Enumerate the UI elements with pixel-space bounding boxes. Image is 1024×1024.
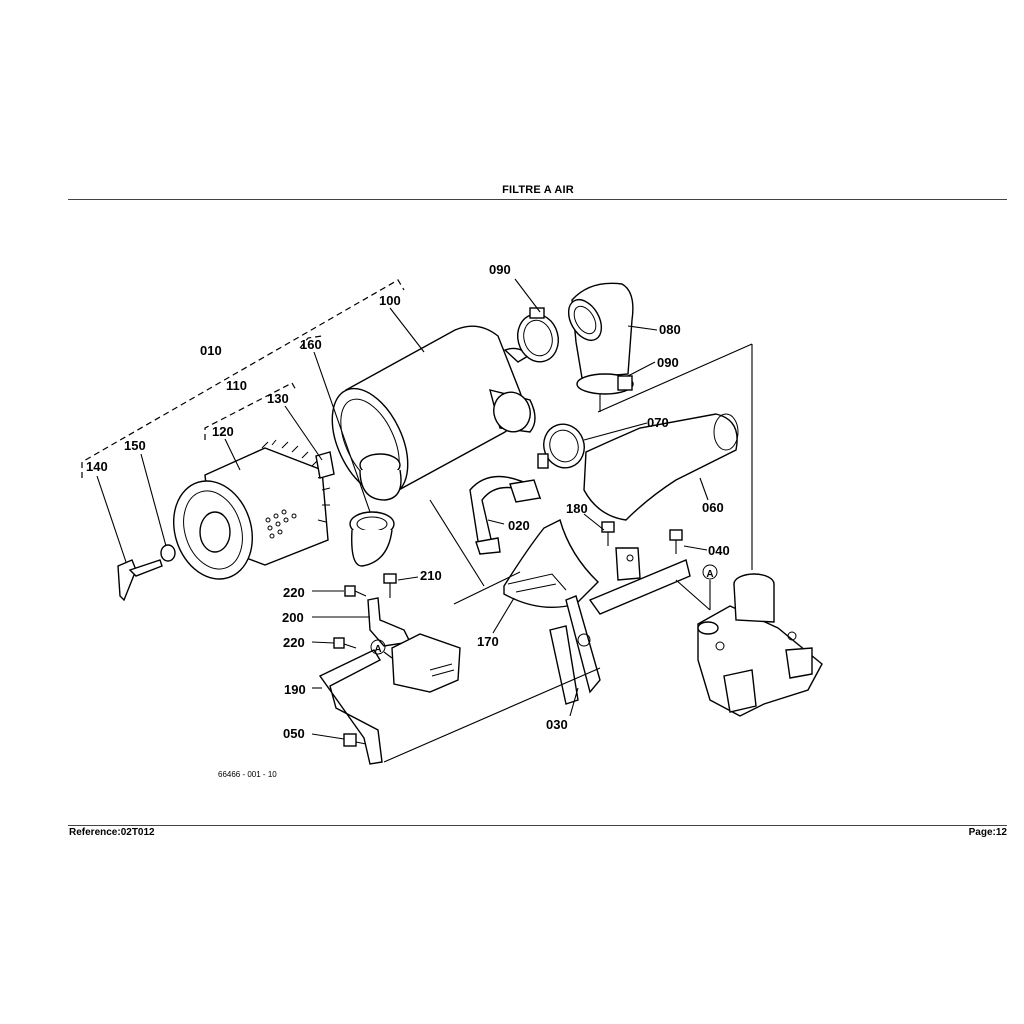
callout-060: 060 (702, 500, 724, 515)
callout-070: 070 (647, 415, 669, 430)
callout-040: 040 (708, 543, 730, 558)
hose-clamp-090-bottom (576, 373, 634, 395)
callout-150: 150 (124, 438, 146, 453)
footer-reference: Reference:02T012 (69, 827, 155, 838)
leader-lines (96, 278, 709, 740)
bolt-220-lower (333, 637, 357, 649)
hose-clamp-070 (537, 423, 585, 469)
callout-210: 210 (420, 568, 442, 583)
wing-nut-140 (117, 559, 163, 602)
assembly-bracket-110 (204, 382, 297, 440)
intake-manifold (697, 573, 823, 717)
drawing-code: 66466 - 001 - 10 (218, 770, 277, 779)
bracket-200 (367, 597, 461, 693)
callout-220-lower: 220 (283, 635, 305, 650)
main-bracket-030 (383, 559, 691, 763)
callout-030: 030 (546, 717, 568, 732)
callout-200: 200 (282, 610, 304, 625)
callout-020: 020 (508, 518, 530, 533)
filter-element-120 (172, 439, 331, 580)
callout-110: 110 (226, 378, 247, 393)
svg-text:A: A (706, 569, 713, 580)
callout-220-upper: 220 (283, 585, 305, 600)
evacuator-valve-160 (349, 511, 395, 567)
reference-marker-a-left: A (370, 639, 393, 659)
bolt-040 (669, 529, 683, 554)
callout-190: 190 (284, 682, 306, 697)
callout-010: 010 (200, 343, 222, 358)
callout-140: 140 (86, 459, 108, 474)
bolt-050 (343, 733, 367, 747)
mounting-band-020 (469, 475, 542, 555)
callout-100: 100 (379, 293, 401, 308)
footer-divider (68, 825, 1007, 826)
header-divider (68, 199, 1007, 200)
callout-050: 050 (283, 726, 305, 741)
callout-080: 080 (659, 322, 681, 337)
callout-160: 160 (300, 337, 322, 352)
callout-130: 130 (267, 391, 289, 406)
callout-090-top: 090 (489, 262, 511, 277)
callout-180: 180 (566, 501, 588, 516)
bolt-180 (601, 521, 641, 581)
svg-text:A: A (374, 644, 381, 655)
bolt-220-upper (344, 585, 367, 597)
elbow-hose-080 (567, 282, 634, 379)
bolt-210 (383, 573, 397, 598)
footer-page-number: Page:12 (968, 827, 1007, 838)
hose-clamp-090-top (517, 307, 559, 363)
guide-line (429, 499, 485, 587)
page-title: FILTRE A AIR (502, 184, 574, 196)
reference-marker-a-right: A (702, 564, 718, 610)
band-bracket-170 (503, 518, 599, 609)
washer-150 (160, 544, 176, 562)
guide-line (597, 343, 753, 413)
callout-120: 120 (212, 424, 234, 439)
guide-line (453, 571, 521, 605)
bracket-190 (318, 649, 383, 765)
intake-hose-060 (583, 413, 739, 521)
guide-line (675, 579, 711, 611)
callout-170: 170 (477, 634, 499, 649)
assembly-bracket-160 (299, 335, 323, 349)
callout-090-bottom: 090 (657, 355, 679, 370)
